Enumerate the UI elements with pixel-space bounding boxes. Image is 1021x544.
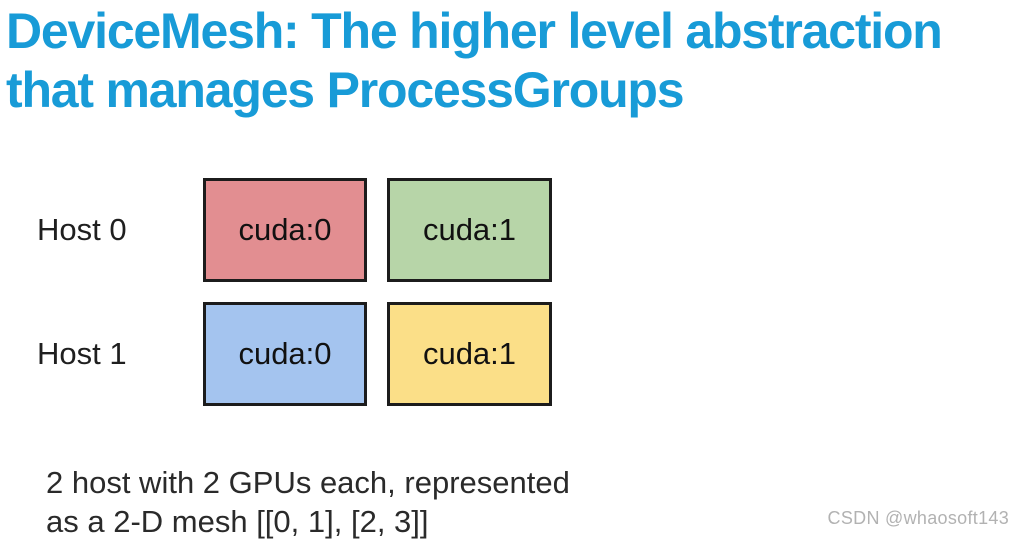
- device-label: cuda:1: [422, 336, 517, 371]
- device-label: cuda:1: [422, 212, 517, 247]
- caption-text: 2 host with 2 GPUs each, represented as …: [46, 465, 570, 539]
- device-box-host0-cuda1: cuda:1: [387, 178, 552, 282]
- device-label: cuda:0: [238, 212, 332, 247]
- page-title: DeviceMesh: The higher level abstraction…: [6, 3, 943, 118]
- device-box-host1-cuda1: cuda:1: [387, 302, 552, 406]
- watermark: CSDN @whaosoft143: [827, 508, 1009, 528]
- device-box-host0-cuda0: cuda:0: [203, 178, 367, 282]
- device-box-host1-cuda0: cuda:0: [203, 302, 367, 406]
- device-label: cuda:0: [238, 336, 332, 371]
- host-label-1: Host 1: [37, 336, 127, 371]
- host-label-0: Host 0: [37, 212, 127, 247]
